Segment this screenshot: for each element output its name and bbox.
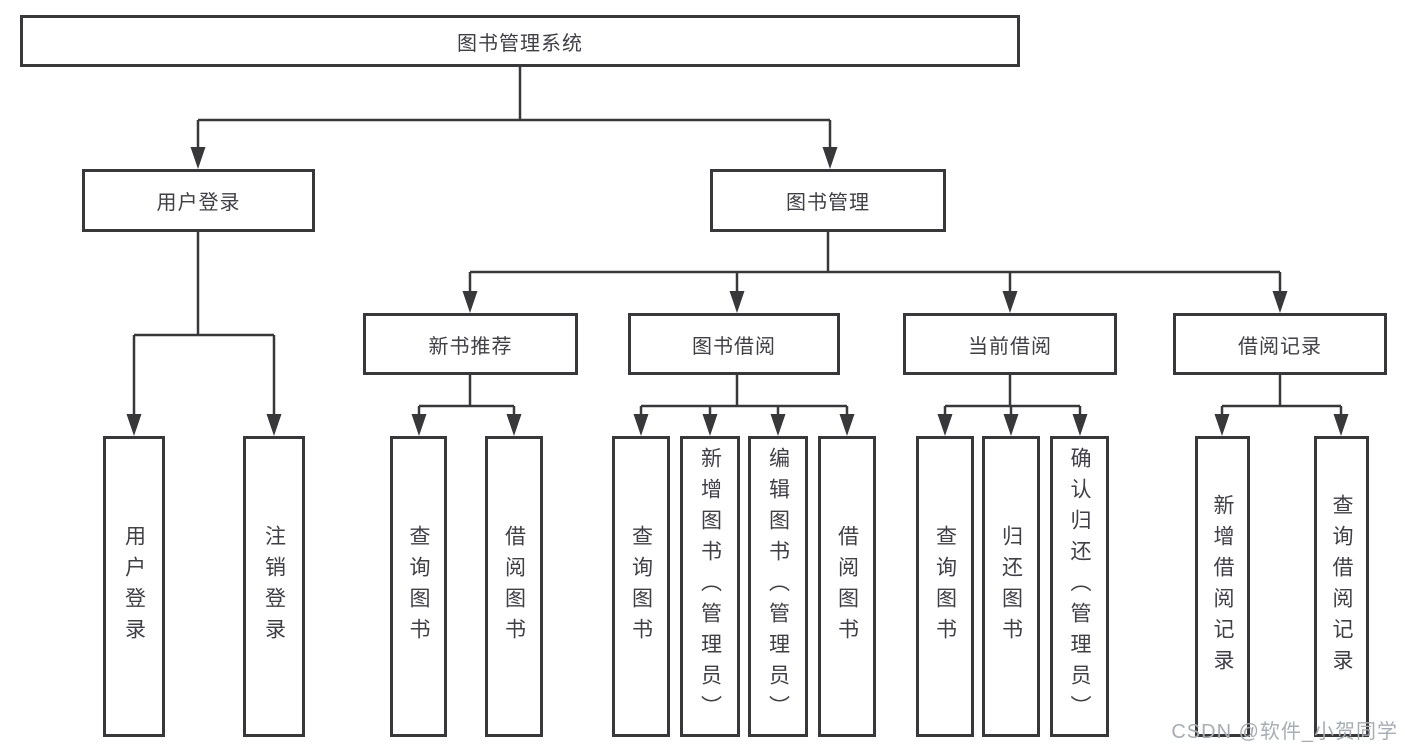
node-user-login: 用户登录 — [82, 169, 315, 232]
leaf-query-books-borrow-label: 查询图书 — [629, 524, 653, 649]
node-root: 图书管理系统 — [20, 15, 1020, 67]
leaf-logout: 注销登录 — [243, 436, 305, 737]
watermark: CSDN @软件_小贺同学 — [1171, 721, 1398, 743]
node-new-book-recommend-label: 新书推荐 — [428, 335, 513, 358]
leaf-add-book-admin-label: 新增图书（管理员） — [698, 447, 722, 726]
leaf-confirm-return-admin: 确认归还（管理员） — [1050, 436, 1109, 737]
leaf-borrow-books-recommend-label: 借阅图书 — [502, 524, 526, 649]
node-user-login-label: 用户登录 — [156, 192, 241, 214]
leaf-return-books: 归还图书 — [982, 436, 1040, 737]
leaf-user-login: 用户登录 — [103, 436, 165, 737]
leaf-borrow-books-label: 借阅图书 — [835, 524, 859, 649]
leaf-query-books-recommend-label: 查询图书 — [407, 524, 430, 649]
leaf-add-book-admin: 新增图书（管理员） — [680, 436, 740, 737]
leaf-query-borrow-record-label: 查询借阅记录 — [1330, 493, 1353, 680]
leaf-add-borrow-record-label: 新增借阅记录 — [1211, 493, 1234, 680]
node-root-label: 图书管理系统 — [457, 32, 583, 55]
leaf-borrow-books: 借阅图书 — [818, 436, 876, 737]
leaf-edit-book-admin-label: 编辑图书（管理员） — [766, 447, 790, 726]
leaf-query-books-borrow: 查询图书 — [612, 436, 670, 737]
node-book-borrow-label: 图书借阅 — [692, 335, 776, 358]
node-book-borrow: 图书借阅 — [628, 313, 840, 375]
node-borrow-records-label: 借阅记录 — [1238, 335, 1322, 358]
leaf-query-books-recommend: 查询图书 — [390, 436, 447, 737]
leaf-return-books-label: 归还图书 — [999, 524, 1023, 649]
leaf-query-books-current-label: 查询图书 — [933, 524, 957, 649]
leaf-add-borrow-record: 新增借阅记录 — [1195, 436, 1250, 737]
leaf-confirm-return-admin-label: 确认归还（管理员） — [1068, 447, 1091, 726]
leaf-edit-book-admin: 编辑图书（管理员） — [748, 436, 808, 737]
leaf-user-login-label: 用户登录 — [122, 524, 146, 649]
leaf-borrow-books-recommend: 借阅图书 — [485, 436, 543, 737]
node-new-book-recommend: 新书推荐 — [363, 313, 578, 375]
node-current-borrow-label: 当前借阅 — [968, 335, 1052, 358]
leaf-query-books-current: 查询图书 — [916, 436, 974, 737]
leaf-logout-label: 注销登录 — [262, 524, 286, 649]
node-book-management-label: 图书管理 — [786, 192, 870, 214]
node-current-borrow: 当前借阅 — [903, 313, 1117, 375]
node-book-management: 图书管理 — [710, 169, 946, 232]
node-borrow-records: 借阅记录 — [1173, 313, 1387, 375]
leaf-query-borrow-record: 查询借阅记录 — [1314, 436, 1369, 737]
